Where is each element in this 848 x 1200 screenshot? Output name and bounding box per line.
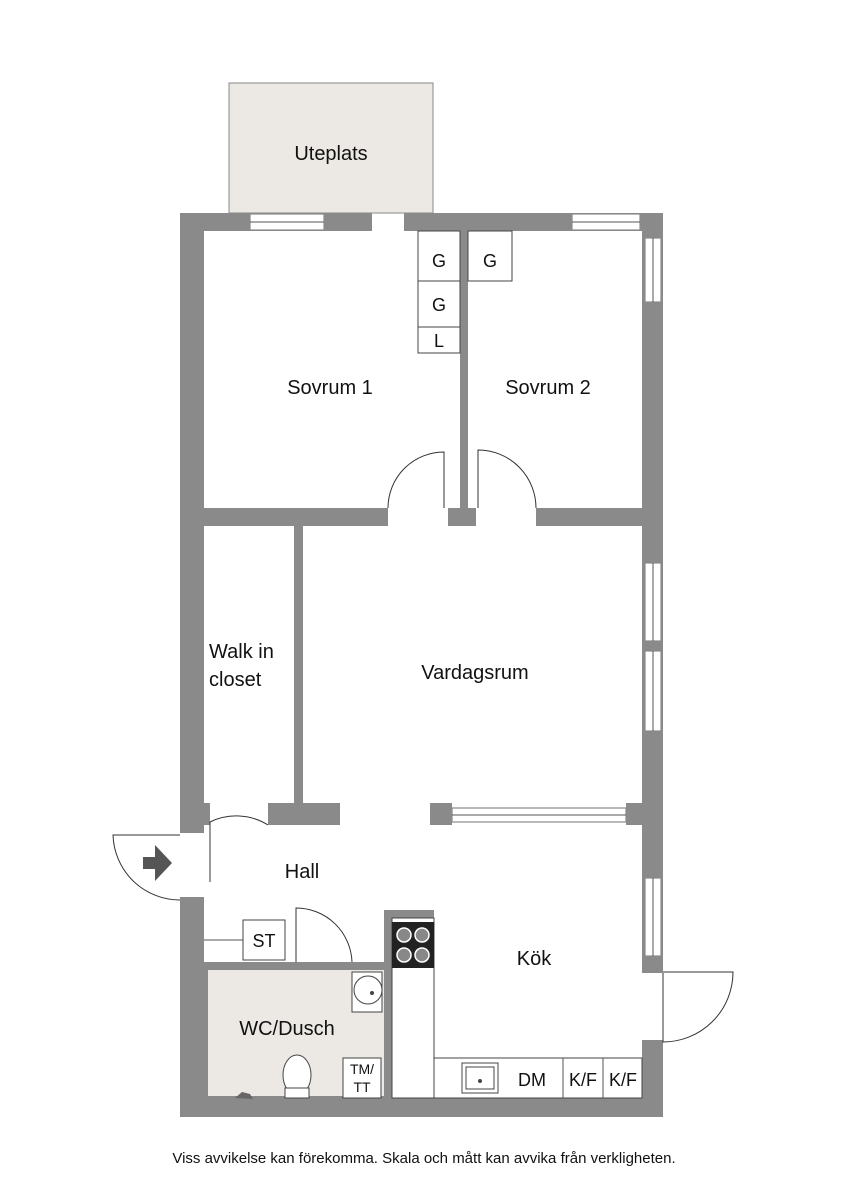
label-vardagsrum: Vardagsrum xyxy=(421,662,528,684)
label-dm: DM xyxy=(518,1070,546,1090)
label-tm-2: TT xyxy=(353,1079,371,1095)
label-kf1: K/F xyxy=(569,1070,597,1090)
label-g1: G xyxy=(432,251,446,271)
label-sovrum1: Sovrum 1 xyxy=(287,377,373,399)
kitchen-sink-icon xyxy=(461,1062,499,1094)
label-walkin-1: Walk in xyxy=(209,641,274,663)
stove-icon xyxy=(392,922,434,968)
label-l: L xyxy=(434,331,444,351)
label-kok: Kök xyxy=(517,948,552,970)
windows xyxy=(249,213,662,957)
door-wc xyxy=(295,907,353,963)
door-sovrum1 xyxy=(387,451,445,509)
label-g3: G xyxy=(432,295,446,315)
wardrobes xyxy=(417,230,513,354)
label-sovrum2: Sovrum 2 xyxy=(505,377,591,399)
disclaimer-text: Viss avvikelse kan förekomma. Skala och … xyxy=(172,1150,676,1167)
entrance-arrow-icon xyxy=(143,845,172,881)
label-hall: Hall xyxy=(285,861,319,883)
label-wc: WC/Dusch xyxy=(239,1018,335,1040)
patio-area xyxy=(228,82,434,214)
wc-fixtures xyxy=(235,971,383,1099)
door-sovrum2 xyxy=(477,449,537,509)
label-st: ST xyxy=(252,931,275,951)
door-swings xyxy=(112,449,734,1043)
interior-walls xyxy=(198,231,646,1100)
label-walkin-2: closet xyxy=(209,669,262,691)
door-closet xyxy=(209,815,269,882)
door-kitchen-exterior xyxy=(662,971,734,1043)
label-kf2: K/F xyxy=(609,1070,637,1090)
label-uteplats: Uteplats xyxy=(294,143,367,165)
sink-icon xyxy=(353,975,383,1005)
storage-cabinet xyxy=(242,919,286,961)
shower-icon xyxy=(235,1092,253,1099)
washer-box xyxy=(342,1057,382,1099)
door-entrance xyxy=(112,834,181,901)
kitchen-fixtures xyxy=(391,917,643,1099)
label-g2: G xyxy=(483,251,497,271)
label-tm-1: TM/ xyxy=(350,1061,374,1077)
